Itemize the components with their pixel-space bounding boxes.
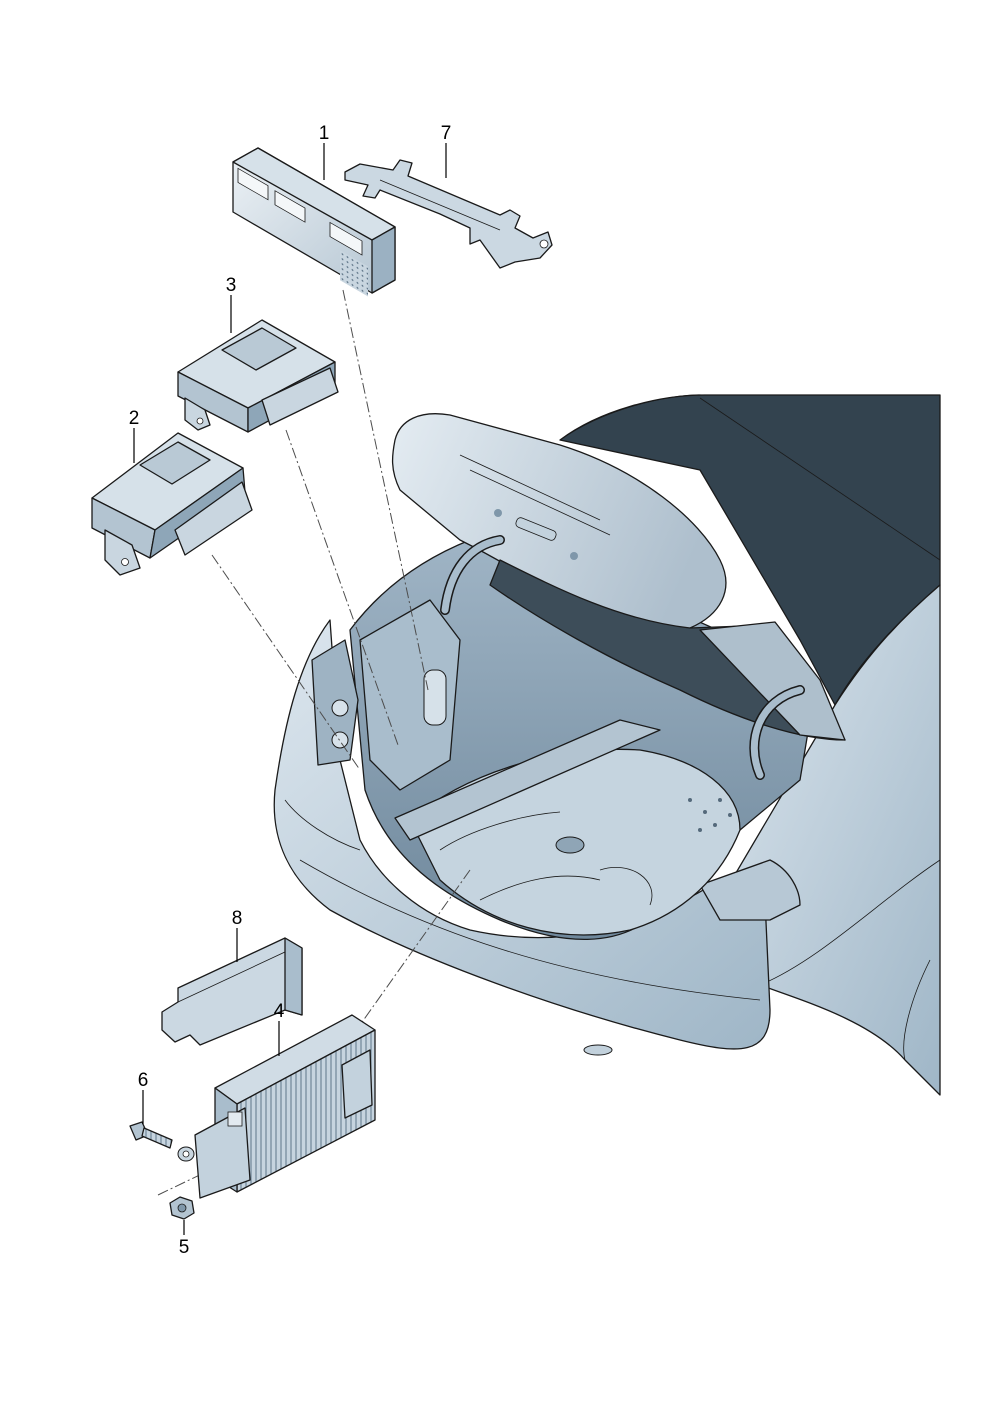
- left-side-panel: [359, 599, 461, 791]
- trunk-lid-flap: [699, 621, 846, 741]
- callout-1: 1: [319, 123, 330, 144]
- callout-4: 4: [274, 1001, 285, 1022]
- amplifier: [177, 1014, 376, 1199]
- crossmember: [394, 719, 661, 841]
- right-taillight: [699, 859, 801, 921]
- rear-bumper: [273, 619, 771, 1050]
- callout-7: 7: [441, 123, 452, 144]
- callout-5: 5: [179, 1237, 190, 1258]
- floor-holes: [688, 798, 732, 832]
- callout-2: 2: [129, 408, 140, 429]
- callout-3: 3: [226, 275, 237, 296]
- control-unit-lower: [91, 432, 253, 576]
- callout-6: 6: [138, 1070, 149, 1091]
- callouts: 1 7 3 2 8 4 6 5: [129, 123, 452, 1258]
- control-unit-upper: [177, 319, 339, 433]
- bolt: [129, 1121, 173, 1149]
- mounting-bracket: [344, 159, 553, 269]
- cover: [161, 937, 303, 1046]
- callout-8: 8: [232, 908, 243, 929]
- trunk-lid-liner: [489, 559, 846, 741]
- trunk-lid: [391, 413, 727, 641]
- control-unit-large: [232, 147, 396, 297]
- nut: [169, 1196, 195, 1220]
- side-panel-recess: [423, 669, 447, 726]
- spare-wheel-bolt: [555, 836, 585, 854]
- car-rear-illustration: [273, 394, 941, 1096]
- tow-hook-cover: [583, 1044, 613, 1056]
